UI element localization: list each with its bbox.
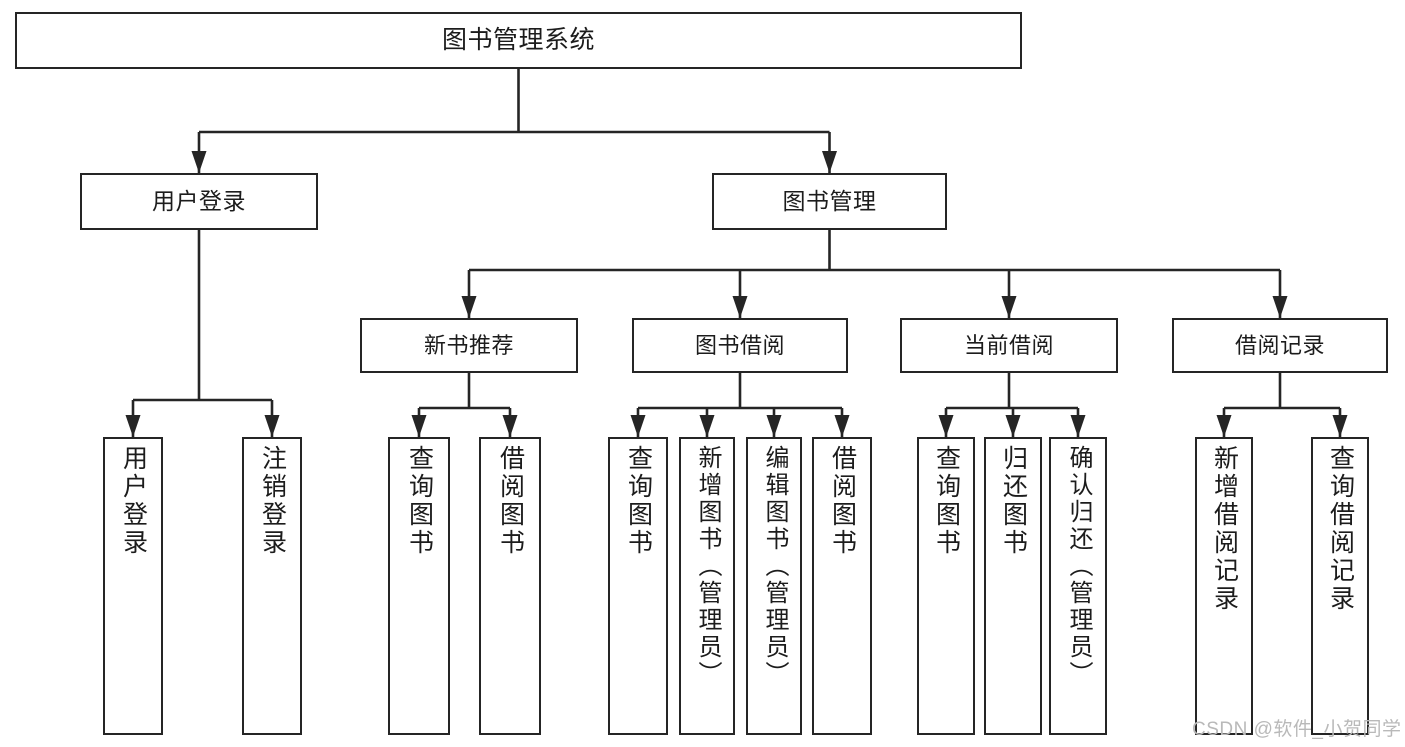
node-leaf-query-3[interactable]: 查询图书 (917, 437, 975, 735)
node-leaf-borrow-1[interactable]: 借阅图书 (479, 437, 541, 735)
node-book-manage[interactable]: 图书管理 (712, 173, 947, 230)
node-label: 图书管理系统 (441, 26, 595, 54)
node-label: 确认归还（管理员） (1065, 445, 1092, 688)
node-leaf-return[interactable]: 归还图书 (984, 437, 1042, 735)
node-label: 用户登录 (119, 445, 148, 557)
node-label: 新书推荐 (423, 332, 514, 358)
node-label: 查询图书 (405, 445, 434, 557)
node-leaf-query-2[interactable]: 查询图书 (608, 437, 668, 735)
node-root[interactable]: 图书管理系统 (15, 12, 1022, 69)
node-label: 当前借阅 (963, 332, 1054, 358)
node-label: 查询图书 (624, 445, 653, 557)
node-label: 查询借阅记录 (1326, 445, 1355, 613)
node-label: 编辑图书（管理员） (761, 445, 788, 688)
node-label: 图书借阅 (694, 332, 785, 358)
node-label: 借阅图书 (496, 445, 525, 557)
node-book-borrow[interactable]: 图书借阅 (632, 318, 848, 373)
node-leaf-logout[interactable]: 注销登录 (242, 437, 302, 735)
watermark-text: CSDN @软件_小贺同学 (1192, 719, 1402, 740)
node-leaf-confirm[interactable]: 确认归还（管理员） (1049, 437, 1107, 735)
node-label: 新增图书（管理员） (694, 445, 721, 688)
node-label: 新增借阅记录 (1210, 445, 1239, 613)
node-label: 注销登录 (258, 445, 287, 557)
node-label: 归还图书 (999, 445, 1028, 557)
node-leaf-borrow-2[interactable]: 借阅图书 (812, 437, 872, 735)
node-new-book-rec[interactable]: 新书推荐 (360, 318, 578, 373)
node-label: 借阅图书 (828, 445, 857, 557)
node-label: 用户登录 (152, 188, 246, 215)
node-label: 查询图书 (932, 445, 961, 557)
node-user-login[interactable]: 用户登录 (80, 173, 318, 230)
node-label: 借阅记录 (1234, 332, 1325, 358)
node-leaf-query-1[interactable]: 查询图书 (388, 437, 450, 735)
node-leaf-query-rec[interactable]: 查询借阅记录 (1311, 437, 1369, 735)
node-leaf-add-rec[interactable]: 新增借阅记录 (1195, 437, 1253, 735)
node-current-borrow[interactable]: 当前借阅 (900, 318, 1118, 373)
node-leaf-add-book[interactable]: 新增图书（管理员） (679, 437, 735, 735)
node-label: 图书管理 (782, 188, 877, 215)
node-borrow-record[interactable]: 借阅记录 (1172, 318, 1388, 373)
node-leaf-edit-book[interactable]: 编辑图书（管理员） (746, 437, 802, 735)
node-leaf-user-login[interactable]: 用户登录 (103, 437, 163, 735)
